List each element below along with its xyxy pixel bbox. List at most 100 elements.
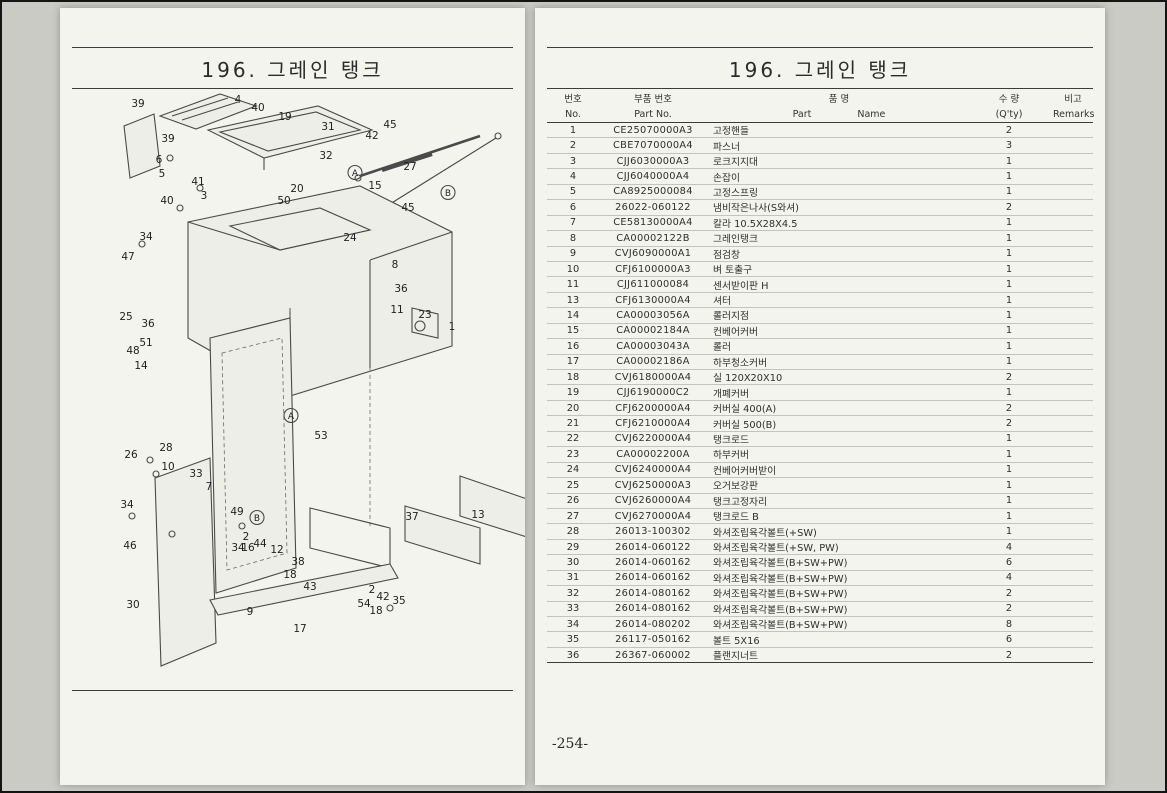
row-part-number: CE25070000A3	[613, 124, 693, 136]
callout-number: 14	[134, 360, 148, 372]
parts-list-page: 196. 그레인 탱크 번호 부품 번호 품 명 수 량 비고 No. Part…	[535, 8, 1105, 785]
row-no: 5	[569, 186, 577, 198]
row-part-name: 개폐커버	[713, 388, 750, 400]
callout-number: 39	[131, 98, 144, 110]
row-no: 1	[569, 124, 577, 136]
page-title: 196. 그레인 탱크	[201, 58, 384, 82]
row-part-name: 고정핸들	[713, 126, 750, 138]
row-part-number: CFJ6210000A4	[615, 418, 691, 430]
row-part-number: CVJ6220000A4	[614, 433, 692, 445]
row-part-name: 와셔조립육각볼트(+SW, PW)	[713, 543, 839, 555]
row-part-name: 로크지지대	[713, 157, 759, 169]
circled-letter-marker	[283, 407, 299, 424]
row-part-name: 파스너	[713, 141, 741, 153]
row-part-name: 와셔조립육각볼트(+SW)	[713, 527, 817, 539]
callout-number: 45	[383, 119, 396, 131]
row-part-number: 26013-100302	[615, 526, 691, 538]
row-part-number: CFJ6200000A4	[615, 402, 691, 414]
callout-number: 53	[314, 430, 327, 442]
row-part-number: 26117-050162	[615, 634, 691, 646]
row-part-number: CFJ6130000A4	[615, 294, 691, 306]
callout-number: 24	[343, 232, 357, 244]
row-qty: 1	[1005, 325, 1013, 337]
callout-number: 9	[247, 606, 254, 618]
row-part-name: 커버실 500(B)	[713, 419, 777, 431]
row-qty: 1	[1005, 171, 1013, 183]
row-no: 29	[566, 541, 580, 553]
row-part-name: 벼 토출구	[713, 265, 753, 277]
callout-number: 18	[369, 605, 382, 617]
row-qty: 6	[1005, 556, 1013, 568]
row-no: 20	[566, 402, 580, 414]
row-no: 17	[566, 356, 580, 368]
row-part-number: CA00002200A	[616, 448, 690, 460]
row-no: 32	[566, 587, 580, 599]
callout-number: 30	[126, 599, 139, 611]
callout-number: 31	[321, 121, 334, 133]
row-qty: 1	[1005, 526, 1013, 538]
callout-number: 28	[159, 442, 172, 454]
row-part-name: 손잡이	[713, 172, 741, 184]
row-part-name: 플랜지너트	[713, 651, 759, 663]
callout-number: 45	[401, 202, 414, 214]
row-no: 19	[566, 387, 580, 399]
row-part-number: CBE7070000A4	[613, 140, 693, 152]
row-part-number: CJJ611000084	[616, 279, 690, 291]
callout-number: 10	[161, 461, 174, 473]
header-remarks-en: Remarks	[1053, 108, 1095, 120]
row-no: 23	[566, 448, 580, 460]
row-no: 10	[566, 263, 580, 275]
row-no: 34	[566, 618, 580, 630]
callout-number: 40	[251, 102, 264, 114]
header-name-name: Name	[857, 108, 886, 120]
row-no: 4	[569, 171, 577, 183]
row-qty: 6	[1005, 634, 1013, 646]
row-part-number: CVJ6090000A1	[614, 248, 692, 260]
circled-letter: A	[352, 169, 359, 179]
top-rule	[72, 47, 513, 48]
row-part-number: CVJ6270000A4	[614, 510, 692, 522]
row-part-number: CFJ6100000A3	[615, 263, 691, 275]
callout-number: 11	[390, 304, 403, 316]
row-part-name: 센서받이판 H	[713, 280, 769, 292]
row-qty: 1	[1005, 217, 1013, 229]
row-qty: 1	[1005, 248, 1013, 260]
row-no: 24	[566, 464, 580, 476]
row-part-number: 26014-080162	[615, 603, 691, 615]
row-qty: 2	[1005, 603, 1013, 615]
callout-number: 42	[376, 591, 389, 603]
row-part-name: 탱크로드	[713, 434, 750, 446]
callout-number: 44	[253, 538, 267, 550]
row-no: 15	[566, 325, 580, 337]
row-part-number: 26014-060162	[615, 556, 691, 568]
callout-number: 20	[290, 183, 303, 195]
row-no: 27	[566, 510, 580, 522]
circled-letter-marker	[440, 184, 456, 201]
row-part-name: 컨베어커버	[713, 326, 759, 338]
row-part-number: CJJ6190000C2	[616, 387, 690, 399]
row-no: 25	[566, 479, 580, 491]
row-no: 6	[569, 201, 577, 213]
table-header: 번호 부품 번호 품 명 수 량 비고 No. Part No. Part Na…	[547, 90, 1095, 122]
row-part-name: 탱크로드 B	[713, 512, 759, 524]
row-part-name: 하부커버	[713, 450, 750, 462]
row-part-name: 와셔조립육각볼트(B+SW+PW)	[713, 573, 848, 585]
row-part-name: 칼라 10.5X28X4.5	[713, 218, 798, 230]
circled-letter-marker	[347, 164, 363, 181]
row-part-name: 실 120X20X10	[713, 373, 783, 385]
